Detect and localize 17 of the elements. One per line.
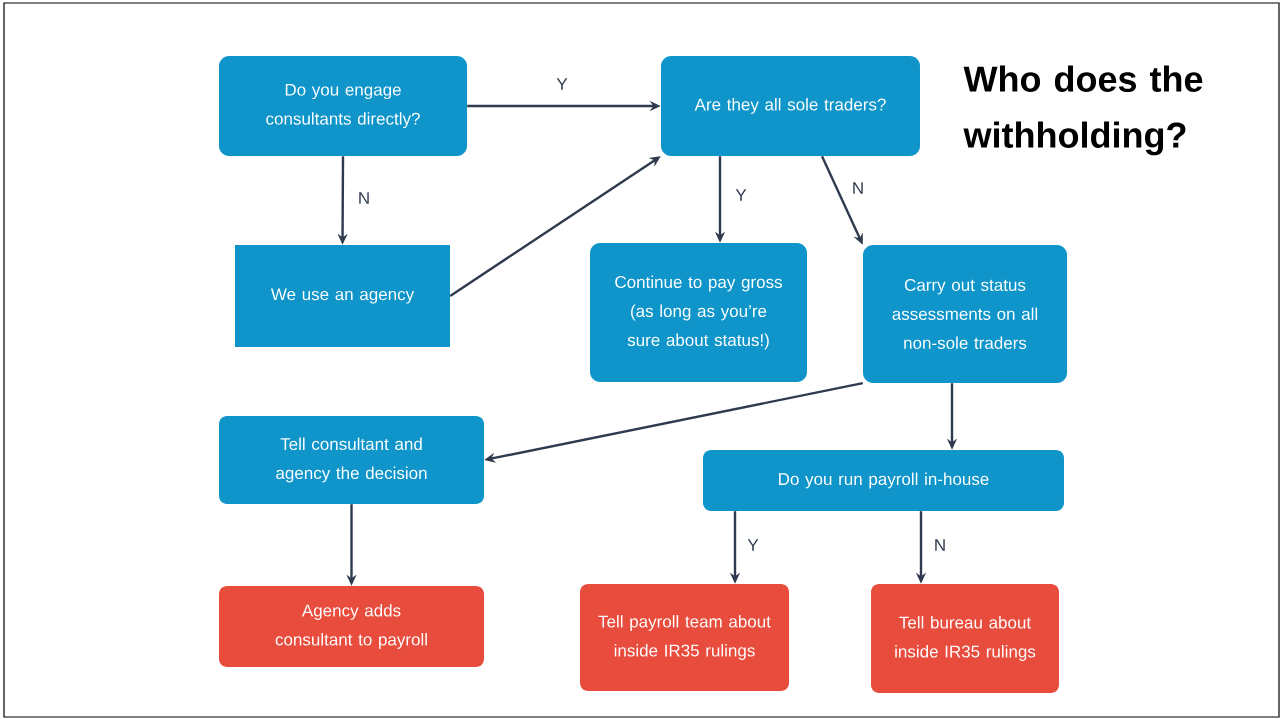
outcome-box: Tell payroll team about inside IR35 rulings: [580, 584, 789, 691]
decision-box: Do you run payroll in-house: [703, 450, 1064, 511]
process-box: Continue to pay gross (as long as you’re sure about status!): [590, 243, 807, 382]
decision-box: Are they all sole traders?: [661, 56, 920, 156]
edge-label: Y: [735, 189, 747, 201]
edge-label: N: [359, 192, 369, 204]
decision-box: Do you engage consultants directly?: [219, 56, 467, 156]
outcome-box: Agency adds consultant to payroll: [219, 586, 484, 667]
process-box: Tell consultant and agency the decision: [219, 416, 484, 504]
edge-label: N: [853, 182, 863, 194]
edge-label: Y: [747, 539, 759, 551]
outcome-box: Tell bureau about inside IR35 rulings: [871, 584, 1059, 693]
process-box: Carry out status assessments on all non-sole traders: [863, 245, 1067, 383]
edge-label: N: [935, 539, 945, 551]
edge-label: Y: [556, 78, 568, 90]
title: Who does the withholding?: [963, 65, 1203, 156]
process-box: We use an agency: [235, 245, 450, 347]
